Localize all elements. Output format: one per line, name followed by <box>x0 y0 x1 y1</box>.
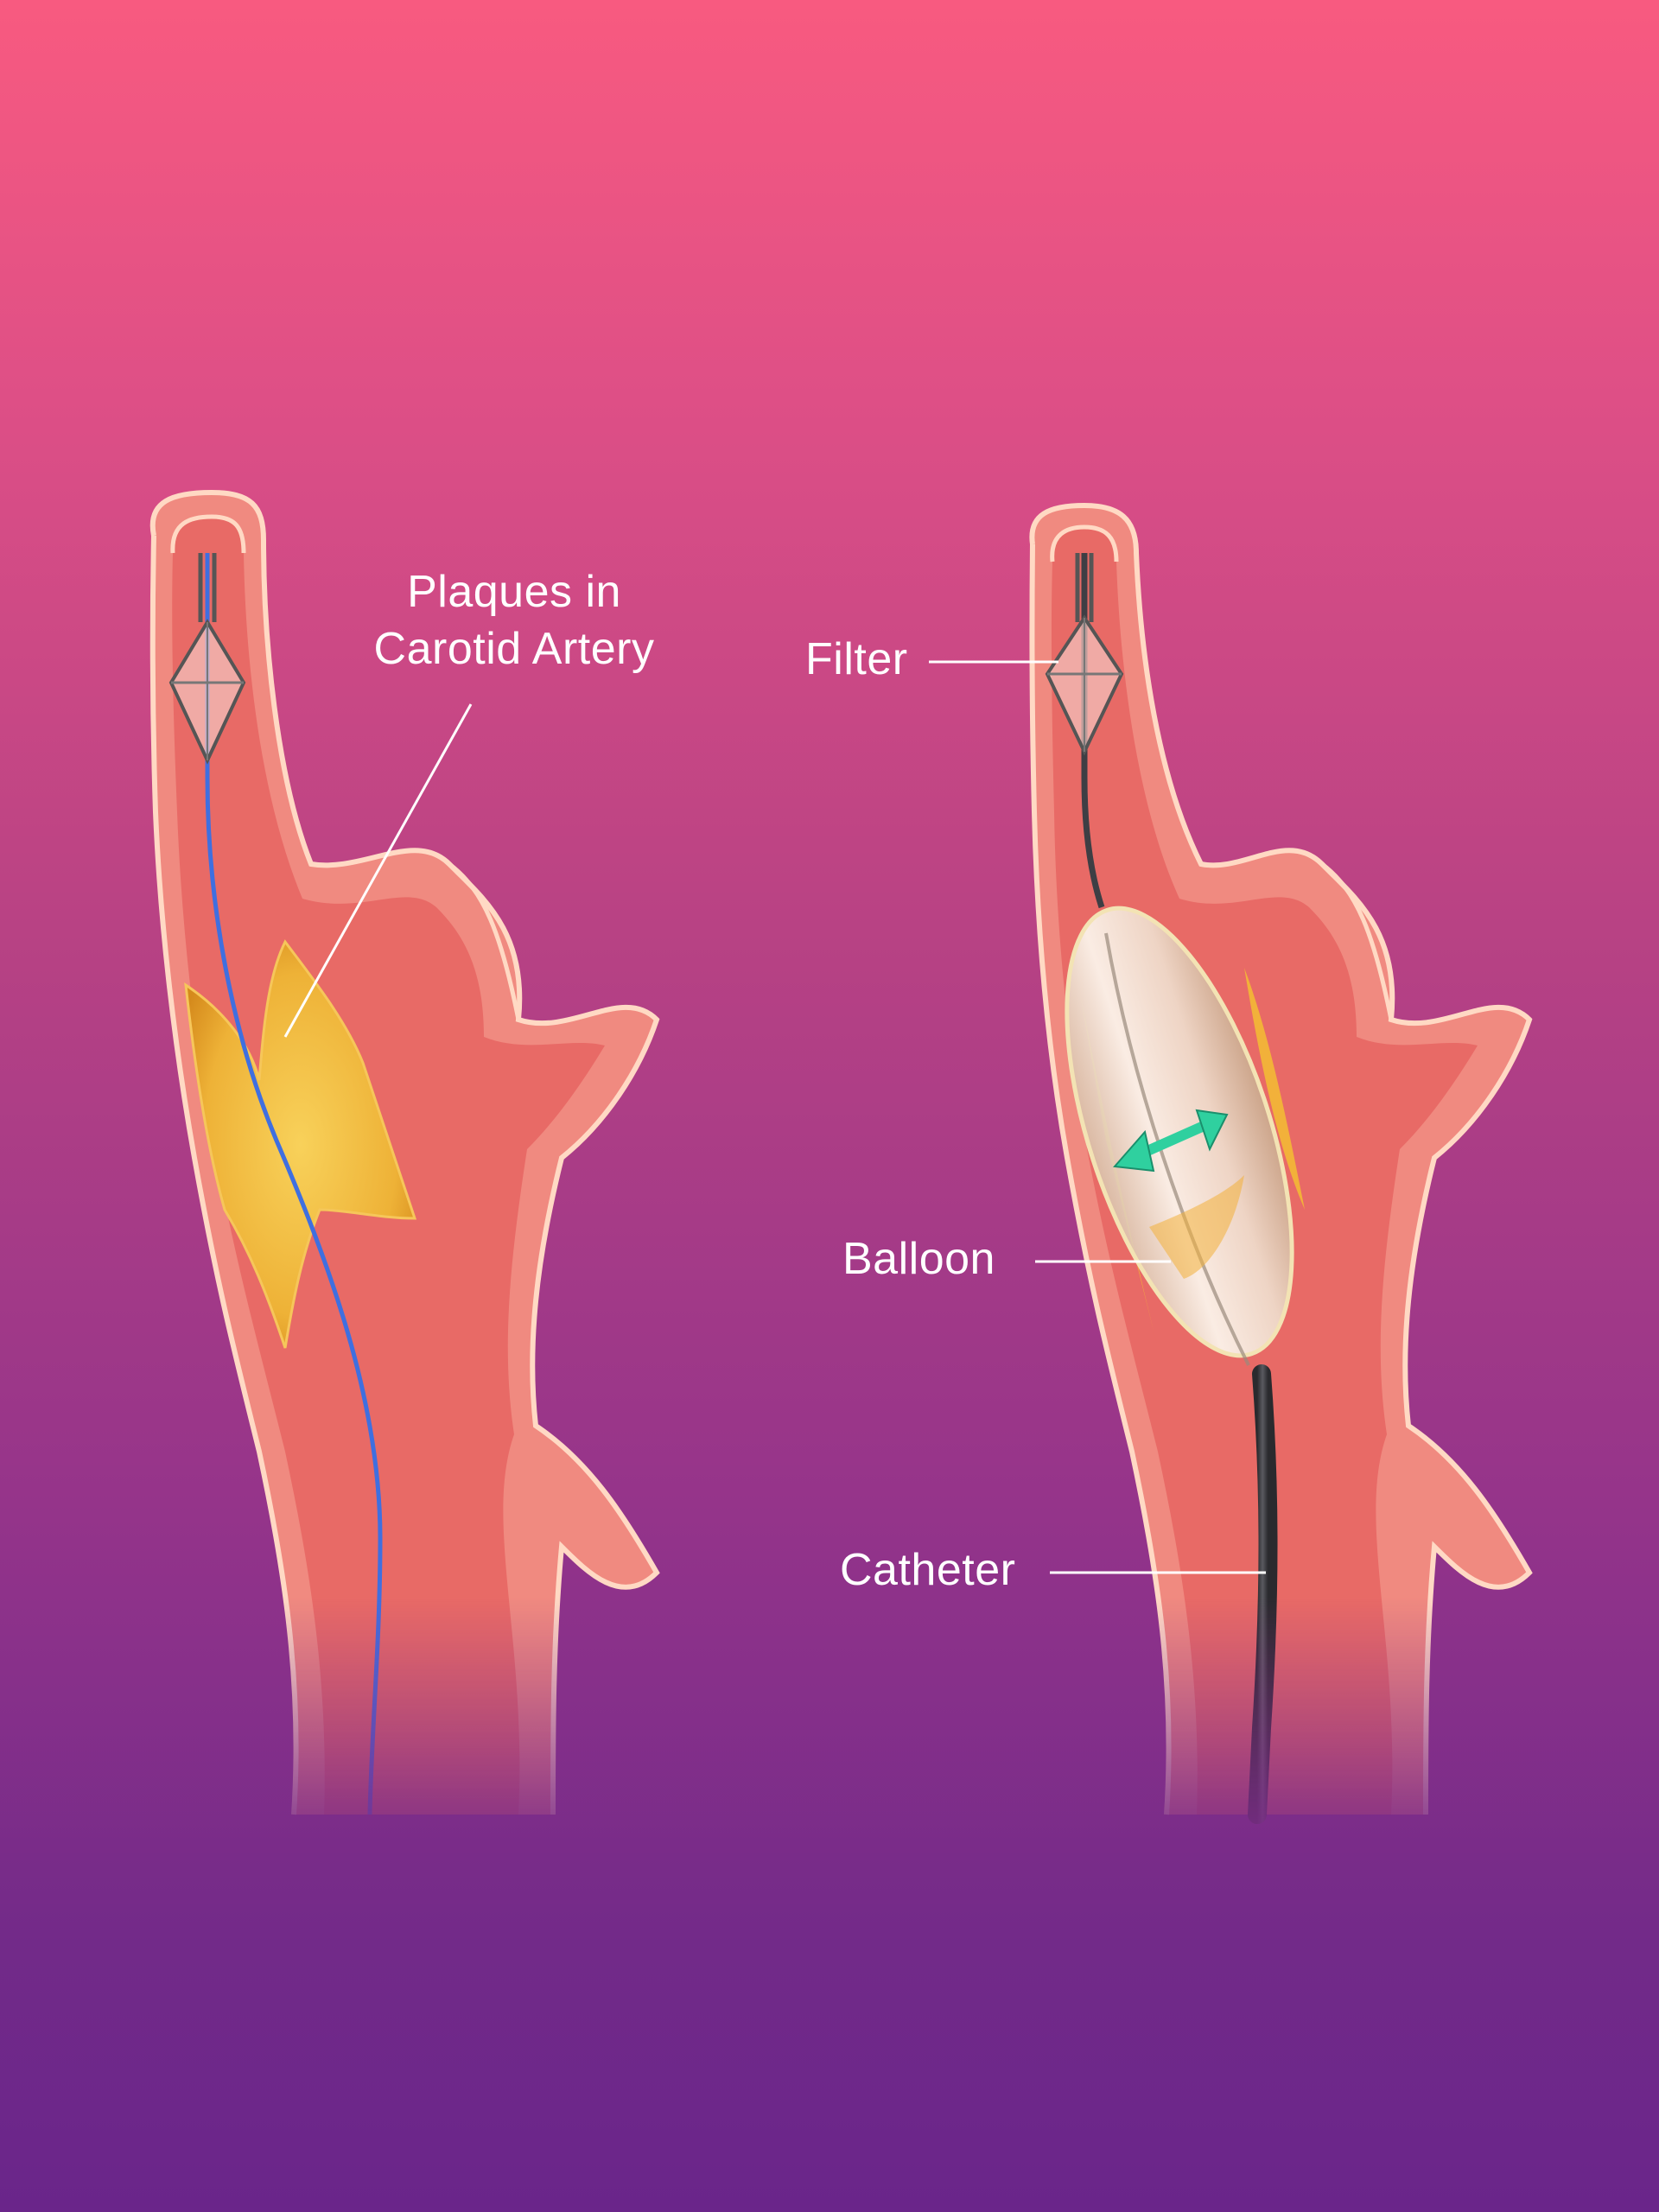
right-artery <box>1029 502 1533 1824</box>
left-external-branch <box>448 862 521 1020</box>
right-vessel-outline <box>1029 502 1533 1815</box>
catheter-label: Catheter <box>840 1545 1016 1595</box>
right-vessel-inner-outline <box>1050 524 1119 563</box>
left-vessel-inner-outline <box>170 514 246 554</box>
right-lower-branch <box>1407 1423 1532 1574</box>
filter-label: Filter <box>805 634 908 684</box>
plaques-label: Plaques in Carotid Artery <box>333 563 696 677</box>
left-artery <box>149 489 660 1815</box>
plaques-leader-line <box>283 703 473 1038</box>
left-lower-branch <box>534 1423 659 1574</box>
leader-lines <box>283 660 1266 1574</box>
left-filter <box>168 553 246 765</box>
right-external-branch <box>1320 862 1394 1020</box>
right-guidewire <box>1081 553 1105 909</box>
plaques-label-line1: Plaques in <box>407 567 621 617</box>
balloon-expansion-arrow <box>1112 1109 1229 1173</box>
left-vessel-outline <box>149 489 660 1815</box>
right-catheter-shaft <box>1248 1364 1278 1824</box>
balloon-label: Balloon <box>842 1234 995 1284</box>
plaques-label-line2: Carotid Artery <box>373 624 655 674</box>
right-filter <box>1045 553 1124 756</box>
left-guidewire <box>205 553 383 1815</box>
right-plaque-2 <box>1244 968 1305 1210</box>
